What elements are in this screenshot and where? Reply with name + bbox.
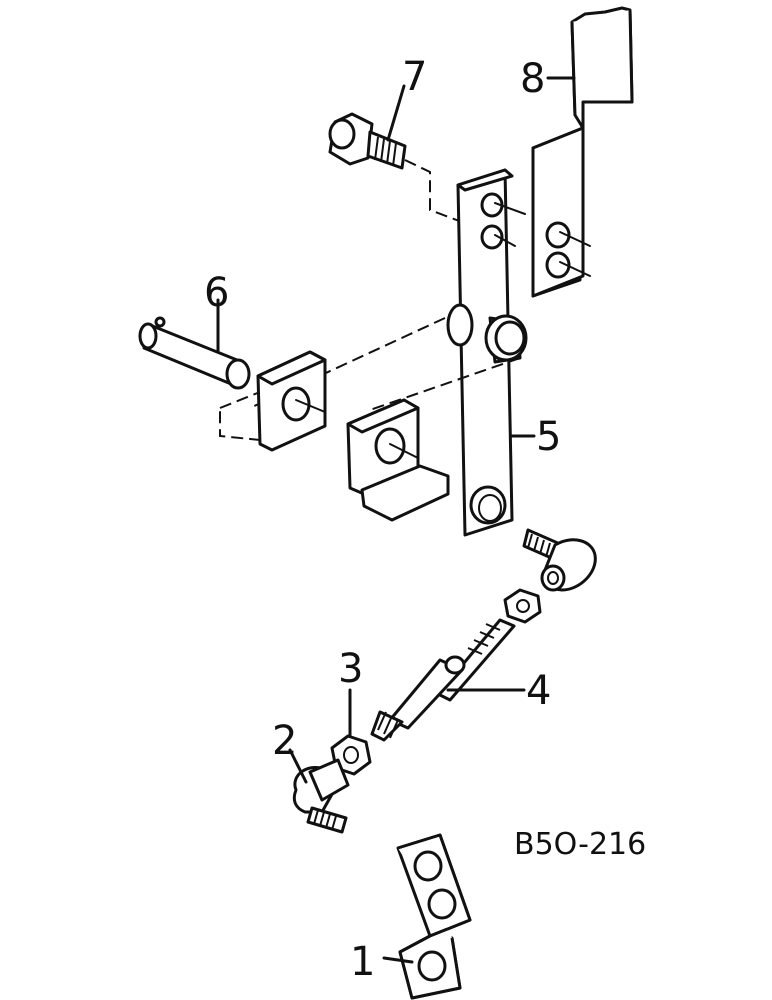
callout-5: 5 <box>536 414 561 460</box>
callout-2: 2 <box>272 718 297 764</box>
part-2-ball-joint <box>292 758 350 834</box>
callout-3: 3 <box>338 646 363 692</box>
part-1-plate <box>396 833 472 1000</box>
right-bracket <box>346 398 450 522</box>
part-5-lever <box>446 168 528 537</box>
part-6-pin <box>138 316 251 390</box>
upper-ball-joint <box>522 528 597 592</box>
figure-reference-code: B5O-216 <box>514 827 646 862</box>
leader-lines <box>216 76 576 964</box>
callout-8: 8 <box>520 56 545 102</box>
part-4-rod <box>370 588 542 742</box>
callout-6: 6 <box>204 270 229 316</box>
callout-7: 7 <box>402 54 427 100</box>
callout-1: 1 <box>350 939 375 985</box>
part-8-bracket <box>531 6 634 298</box>
callout-4: 4 <box>526 668 551 714</box>
left-bracket-dashed <box>219 350 327 452</box>
part-7-bolt <box>328 112 407 170</box>
